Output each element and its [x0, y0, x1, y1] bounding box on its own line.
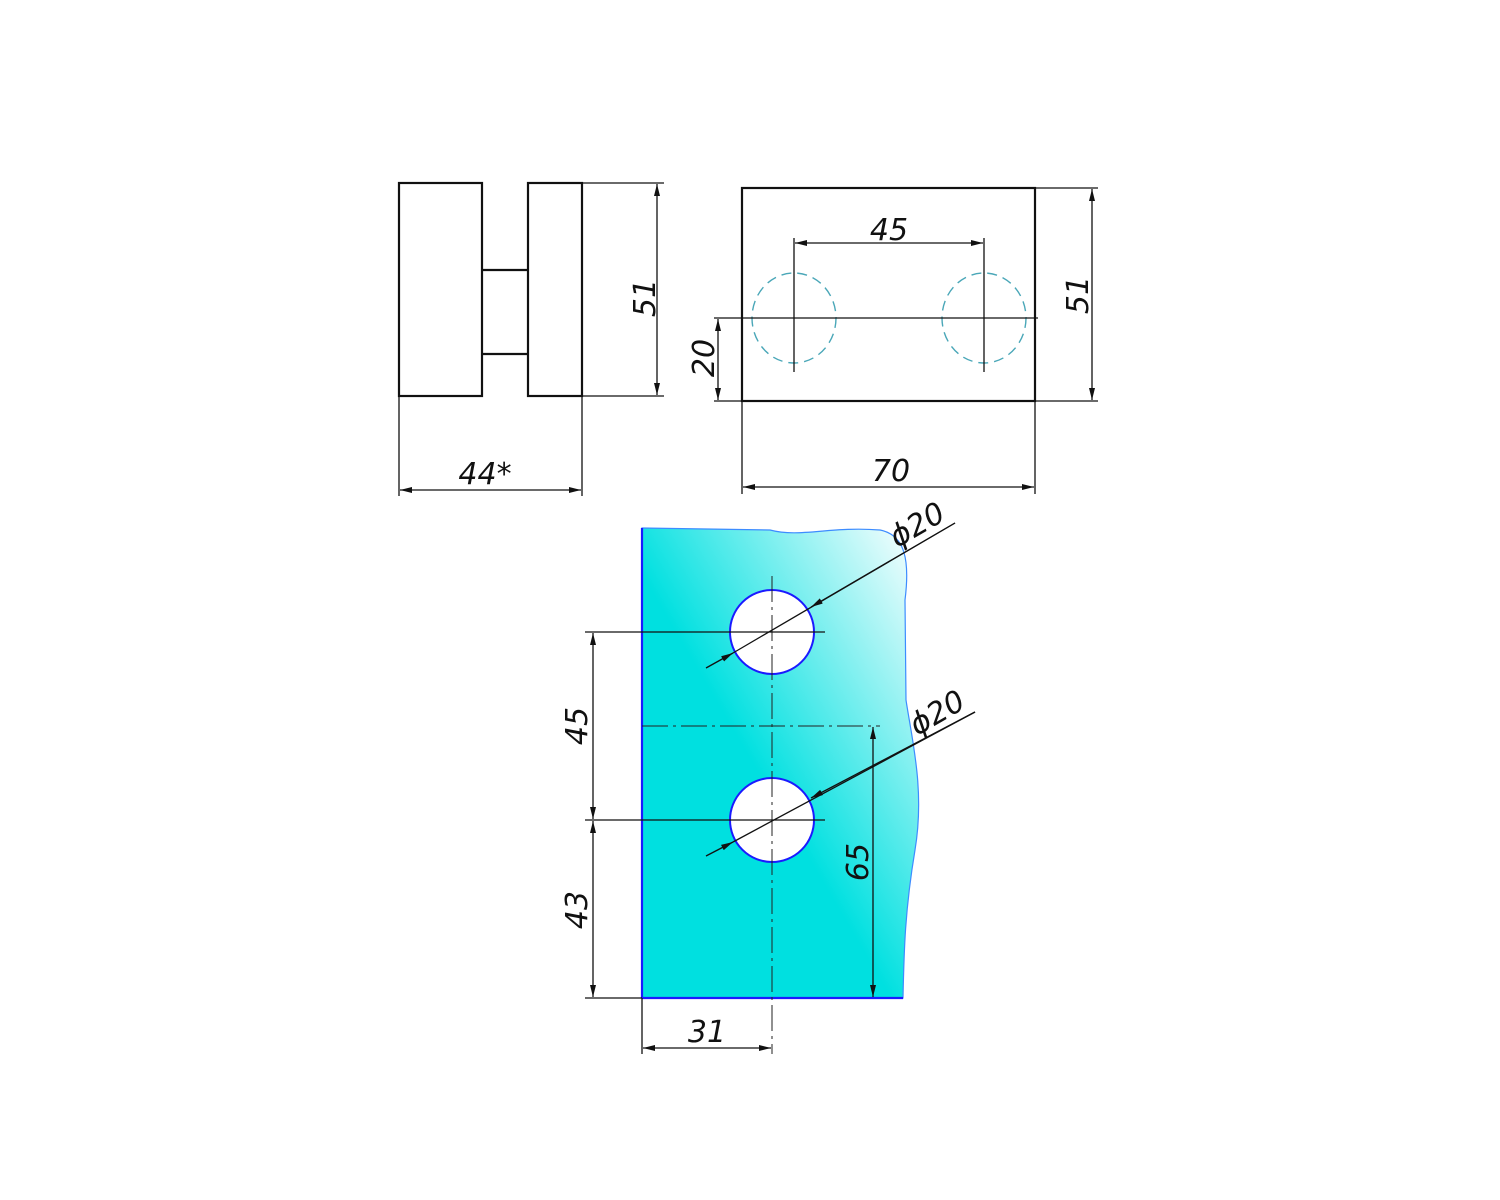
front-view: 45 51 20 70 [687, 186, 1098, 494]
side-height-label: 51 [628, 279, 663, 317]
bottom-hole-label: 43 [560, 891, 595, 929]
knob-left-block [397, 181, 484, 398]
knob-right-block [526, 181, 584, 398]
front-height-label: 51 [1061, 276, 1096, 314]
side-width-label: 44* [458, 457, 511, 492]
plate-height-label: 65 [841, 843, 876, 881]
front-width-label: 70 [872, 454, 910, 489]
hole-height-label: 20 [687, 339, 722, 377]
hole-spacing-label: 45 [560, 707, 595, 745]
glass-panel [641, 527, 920, 999]
hole-spacing-label: 45 [870, 213, 908, 248]
side-view: 51 44* [397, 181, 664, 496]
hole2-diameter-label: ϕ20 [904, 684, 972, 743]
glass-view: 45 43 65 31 ϕ20 ϕ20 [560, 496, 976, 1054]
edge-offset-label: 31 [688, 1015, 726, 1050]
